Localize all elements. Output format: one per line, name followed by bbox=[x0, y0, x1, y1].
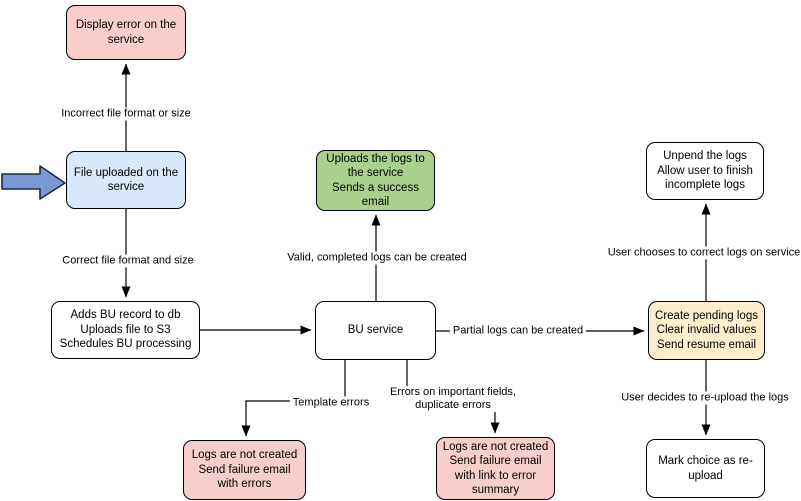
node-bu-service: BU service bbox=[315, 301, 436, 360]
node-file-uploaded: File uploaded on the service bbox=[66, 151, 186, 209]
edge-label-errors-important-fields: Errors on important fields, duplicate er… bbox=[387, 386, 519, 412]
node-display-error: Display error on the service bbox=[66, 5, 186, 60]
node-logs-not-created-summary: Logs are not created Send failure email … bbox=[436, 437, 555, 500]
node-unpend-logs: Unpend the logs Allow user to finish inc… bbox=[646, 142, 764, 200]
edge-label-partial-logs: Partial logs can be created bbox=[449, 324, 587, 338]
edge-label-correct-file: Correct file format and size bbox=[59, 254, 197, 268]
node-create-pending-logs: Create pending logs Clear invalid values… bbox=[648, 301, 765, 360]
node-mark-choice-reupload: Mark choice as re- upload bbox=[646, 439, 765, 498]
edge-label-incorrect-file: Incorrect file format or size bbox=[58, 107, 194, 121]
node-uploads-logs-success: Uploads the logs to the service Sends a … bbox=[316, 150, 435, 211]
node-logs-not-created-errors: Logs are not created Send failure email … bbox=[183, 440, 306, 500]
edge-label-template-errors: Template errors bbox=[289, 396, 373, 410]
edge-label-user-decides-reupload: User decides to re-upload the logs bbox=[618, 391, 792, 405]
node-adds-bu-record: Adds BU record to db Uploads file to S3 … bbox=[51, 301, 200, 359]
input-arrow-icon bbox=[1, 165, 66, 200]
edge-label-user-chooses-correct: User chooses to correct logs on service bbox=[604, 246, 801, 260]
edge-label-valid-completed: Valid, completed logs can be created bbox=[284, 251, 470, 265]
